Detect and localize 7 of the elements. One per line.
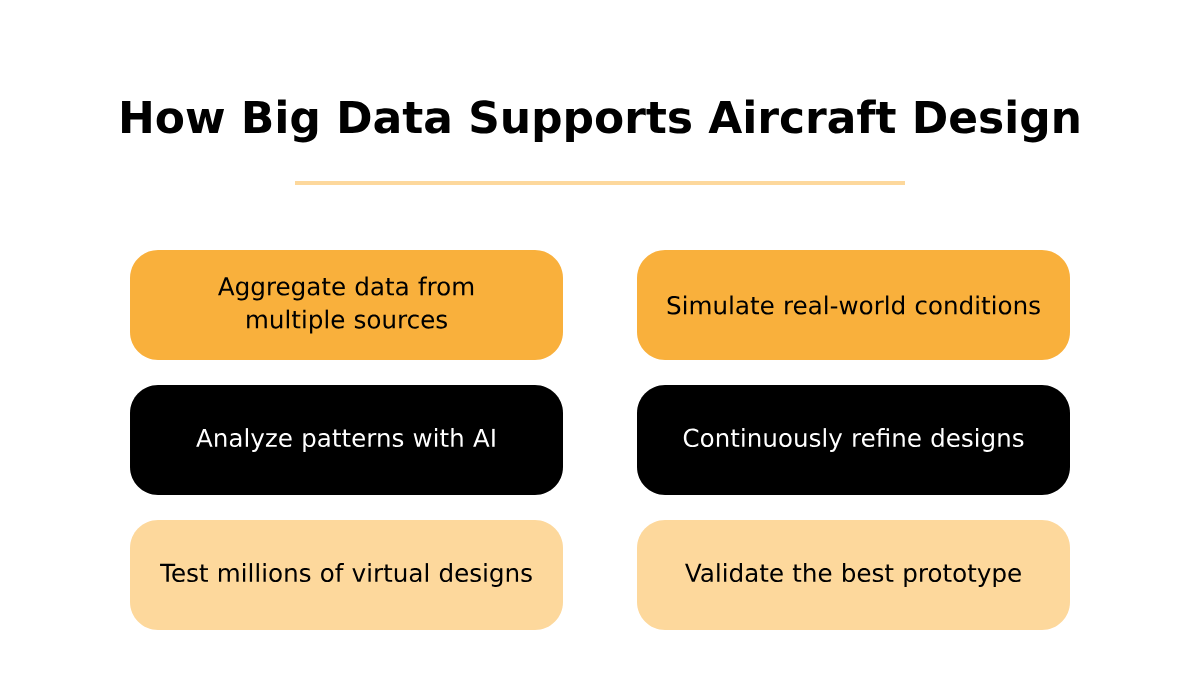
process-box: Aggregate data from multiple sources — [130, 250, 563, 360]
process-box: Continuously refine designs — [637, 385, 1070, 495]
process-box: Analyze patterns with AI — [130, 385, 563, 495]
process-box: Validate the best prototype — [637, 520, 1070, 630]
title: How Big Data Supports Aircraft Design — [122, 99, 1079, 143]
process-box: Test millions of virtual designs — [130, 520, 563, 630]
process-box: Simulate real-world conditions — [637, 250, 1070, 360]
